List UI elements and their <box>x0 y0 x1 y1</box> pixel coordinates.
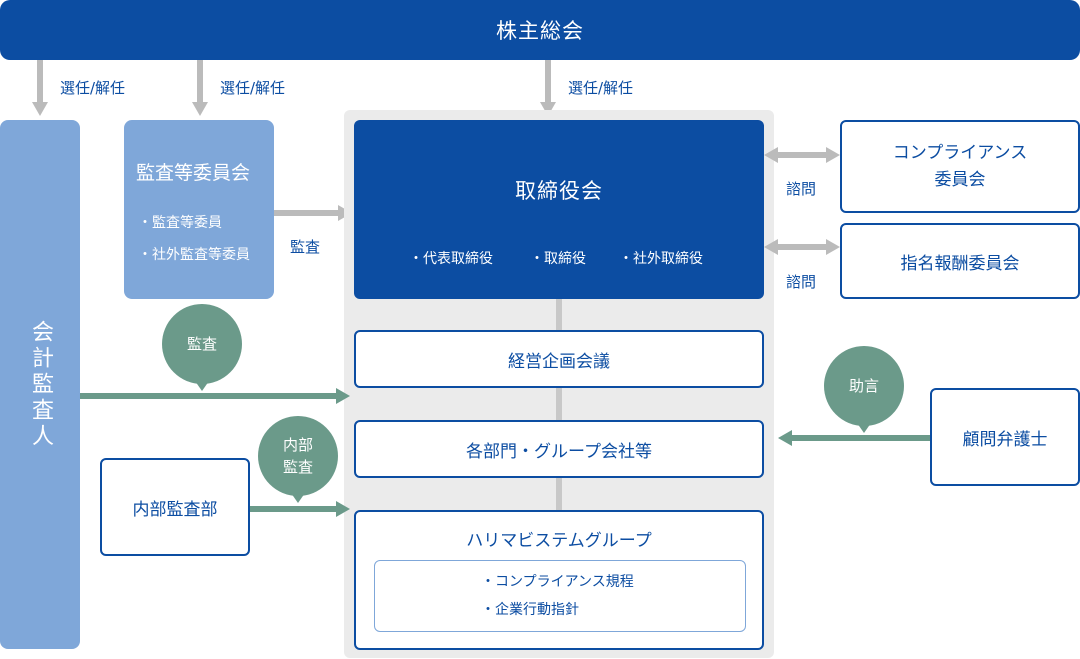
appoint-label-auditor: 選任/解任 <box>60 79 126 97</box>
appoint-label-board: 選任/解任 <box>568 79 634 97</box>
internal-audit-bubble-line: 監査 <box>282 458 313 476</box>
legal-advisor: 顧問弁護士 <box>930 388 1080 486</box>
board-member: ・取締役 <box>530 251 586 267</box>
advisory-label: 諮問 <box>786 273 817 291</box>
nomination-committee: 指名報酬委員会 <box>840 223 1080 299</box>
advice-bubble: 助言 <box>824 346 904 426</box>
management-meeting: 経営企画会議 <box>354 330 764 388</box>
advisory-arrow-nomination <box>764 239 840 255</box>
internal-audit-bubble-line: 内部 <box>282 436 313 454</box>
management-meeting-label: 経営企画会議 <box>508 351 610 372</box>
advice-bubble-tail <box>857 423 871 433</box>
board-member: ・代表取締役 <box>409 251 493 267</box>
legal-advisor-label: 顧問弁護士 <box>962 429 1048 450</box>
board-of-directors: 取締役会 ・代表取締役 ・取締役 ・社外取締役 <box>354 120 764 299</box>
appoint-label-committee: 選任/解任 <box>220 79 286 97</box>
connector-line <box>556 388 562 420</box>
advice-bubble-label: 助言 <box>848 377 879 395</box>
compliance-committee: コンプライアンス 委員会 <box>840 120 1080 213</box>
group-policies: ・コンプライアンス規程 ・企業行動指針 <box>374 560 746 632</box>
internal-audit-bubble: 内部 監査 <box>258 416 338 496</box>
connector-line <box>556 299 562 330</box>
group-policy-item: ・コンプライアンス規程 <box>481 574 634 590</box>
board-member: ・社外取締役 <box>619 251 703 267</box>
internal-audit-bubble-tail <box>291 493 305 503</box>
board-title: 取締役会 <box>515 179 603 203</box>
internal-audit-dept: 内部監査部 <box>100 458 250 556</box>
nomination-committee-label: 指名報酬委員会 <box>900 253 1020 274</box>
departments-label: 各部門・グループ会社等 <box>466 441 652 462</box>
connector-line <box>556 478 562 510</box>
audit-committee: 監査等委員会 ・監査等委員 ・社外監査等委員 <box>124 120 274 299</box>
internal-audit-dept-label: 内部監査部 <box>132 499 218 520</box>
accounting-auditor-label: 会計監査人 <box>28 319 53 450</box>
advisory-arrow-compliance <box>764 147 840 163</box>
harima-group: ハリマビステムグループ ・コンプライアンス規程 ・企業行動指針 <box>354 510 764 650</box>
audit-label: 監査 <box>290 238 321 256</box>
audit-committee-member: ・社外監査等委員 <box>138 247 250 263</box>
group-policy-item: ・企業行動指針 <box>481 602 579 618</box>
shareholders-meeting: 株主総会 <box>0 0 1080 60</box>
audit-bubble-tail <box>195 381 209 391</box>
shareholders-meeting-label: 株主総会 <box>496 19 584 43</box>
accounting-auditor: 会計監査人 <box>0 120 80 649</box>
harima-group-title: ハリマビステムグループ <box>466 531 652 551</box>
compliance-committee-line: コンプライアンス <box>892 142 1028 163</box>
audit-bubble-label: 監査 <box>186 335 217 353</box>
audit-committee-title: 監査等委員会 <box>136 162 251 184</box>
advisory-label: 諮問 <box>786 180 817 198</box>
compliance-committee-line: 委員会 <box>934 169 986 190</box>
departments: 各部門・グループ会社等 <box>354 420 764 478</box>
audit-bubble: 監査 <box>162 304 242 384</box>
audit-committee-member: ・監査等委員 <box>138 215 222 231</box>
